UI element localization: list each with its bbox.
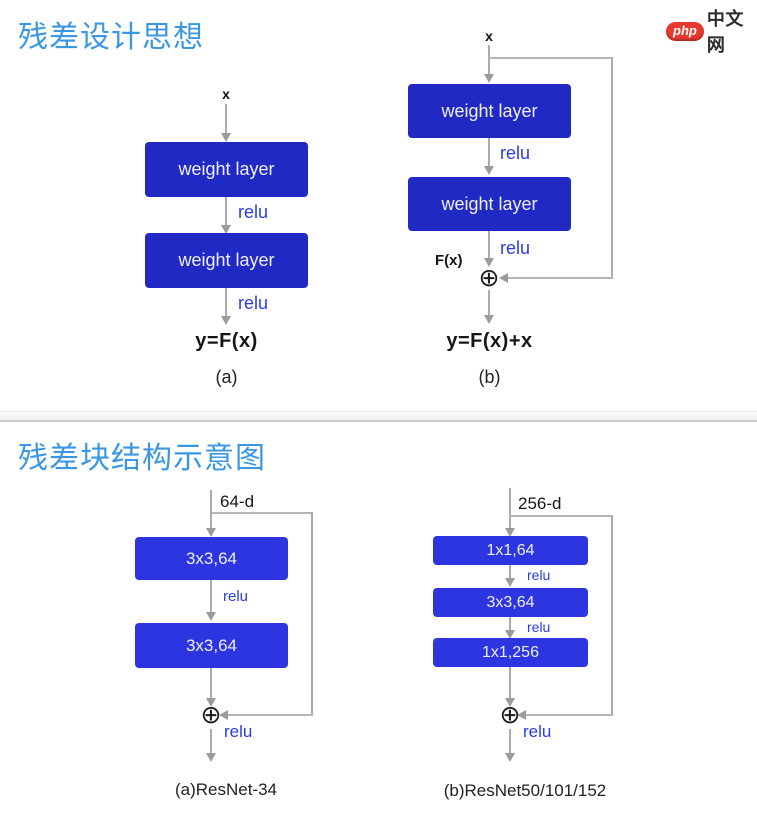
arrow-down-icon <box>221 316 231 325</box>
output-formula: y=F(x) <box>195 330 258 352</box>
arrow-down-icon <box>505 698 515 707</box>
input-label: x <box>485 28 493 44</box>
conv-layer-box: 3x3,64 <box>135 537 288 580</box>
flow-line <box>488 231 490 259</box>
input-dim-label: 256-d <box>518 494 562 513</box>
skip-connection-line <box>211 512 313 514</box>
skip-connection-line <box>506 277 613 279</box>
flow-line <box>509 488 511 529</box>
flow-line <box>210 668 212 699</box>
arrow-left-icon <box>499 273 508 283</box>
flow-line <box>488 138 490 167</box>
arrow-down-icon <box>505 578 515 587</box>
flow-line <box>509 667 511 699</box>
arrow-down-icon <box>484 258 494 267</box>
conv-layer-box: 1x1,64 <box>433 536 588 565</box>
arrow-down-icon <box>206 612 216 621</box>
skip-connection-line <box>489 57 613 59</box>
arrow-down-icon <box>206 753 216 762</box>
relu-label: relu <box>527 619 551 635</box>
skip-connection-line <box>611 515 613 716</box>
conv-layer-box: 3x3,64 <box>135 623 288 668</box>
input-label: x <box>222 86 230 102</box>
weight-layer-box: weight layer <box>145 233 308 288</box>
weight-layer-box: weight layer <box>408 177 571 231</box>
arrow-left-icon <box>219 710 228 720</box>
output-formula: y=F(x)+x <box>446 330 533 352</box>
arrow-down-icon <box>505 753 515 762</box>
relu-label: relu <box>238 202 269 222</box>
relu-label: relu <box>500 238 531 258</box>
arrow-down-icon <box>206 698 216 707</box>
arrow-down-icon <box>505 528 515 537</box>
flow-line <box>210 490 212 529</box>
arrow-down-icon <box>206 528 216 537</box>
diagram-caption: (b) <box>478 367 501 387</box>
flow-line <box>225 104 227 134</box>
arrow-down-icon <box>221 225 231 234</box>
flow-line <box>225 197 227 226</box>
php-site-logo[interactable]: php 中文网 <box>666 5 757 57</box>
sum-node: ⊕ <box>499 700 521 729</box>
relu-label: relu <box>224 722 253 741</box>
flow-line <box>210 729 212 754</box>
relu-label: relu <box>238 293 269 313</box>
arrow-down-icon <box>484 166 494 175</box>
conv-layer-box: 3x3,64 <box>433 588 588 617</box>
section-title-block-structure: 残差块结构示意图 <box>18 442 266 475</box>
section-divider <box>0 411 757 422</box>
conv-layer-box: 1x1,256 <box>433 638 588 667</box>
skip-connection-line <box>510 515 613 517</box>
relu-label: relu <box>527 567 551 583</box>
flow-line <box>509 617 511 631</box>
arrow-down-icon <box>484 74 494 83</box>
skip-connection-line <box>226 714 313 716</box>
relu-label: relu <box>223 588 249 605</box>
sum-node: ⊕ <box>478 263 500 292</box>
skip-connection-line <box>311 512 313 716</box>
diagram-caption: (a) <box>215 367 238 387</box>
skip-connection-line <box>611 57 613 279</box>
arrow-down-icon <box>505 630 515 639</box>
php-logo-text: 中文网 <box>706 9 744 55</box>
flow-line <box>488 45 490 75</box>
fx-label: F(x) <box>435 252 463 269</box>
arrow-down-icon <box>484 315 494 324</box>
sum-node: ⊕ <box>200 700 222 729</box>
diagram-caption: (b)ResNet50/101/152 <box>443 781 607 800</box>
flow-line <box>509 729 511 754</box>
flow-line <box>210 580 212 613</box>
section-title-residual-idea: 残差设计思想 <box>18 21 204 54</box>
input-dim-label: 64-d <box>220 492 255 511</box>
weight-layer-box: weight layer <box>145 142 308 197</box>
flow-line <box>509 565 511 579</box>
arrow-down-icon <box>221 133 231 142</box>
relu-label: relu <box>500 143 531 163</box>
flow-line <box>488 290 490 316</box>
flow-line <box>225 288 227 317</box>
php-logo-badge: php <box>666 21 704 41</box>
arrow-left-icon <box>517 710 526 720</box>
skip-connection-line <box>524 714 613 716</box>
diagram-caption: (a)ResNet-34 <box>174 780 278 799</box>
relu-label: relu <box>523 722 552 741</box>
weight-layer-box: weight layer <box>408 84 571 138</box>
